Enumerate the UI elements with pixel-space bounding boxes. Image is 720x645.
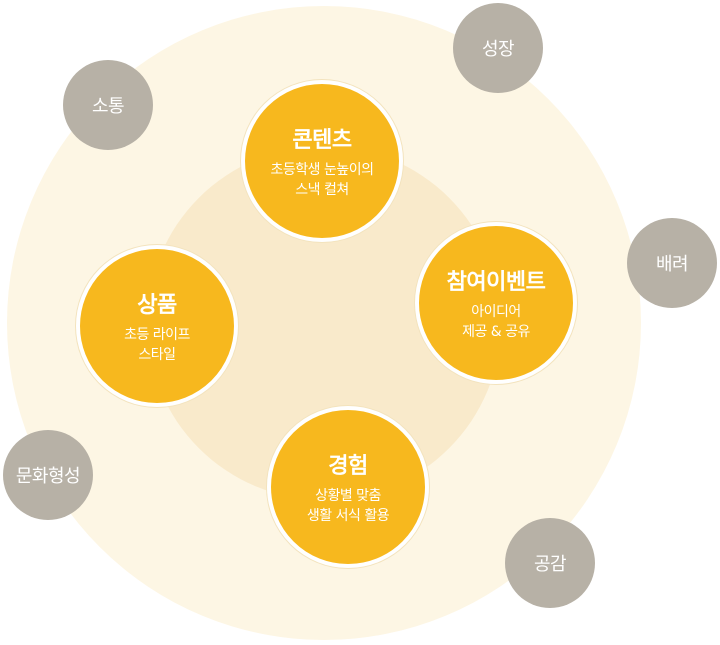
tag-growth: 성장: [453, 3, 543, 93]
node-event-line1: 아이디어: [471, 304, 521, 320]
node-experience-line2: 생활 서식 활용: [306, 508, 390, 524]
node-product: 상품 초등 라이프 스타일: [76, 245, 238, 407]
node-content-title: 콘텐츠: [292, 128, 352, 153]
node-experience-line1: 상황별 맞춤: [315, 488, 381, 504]
tag-consideration: 배려: [627, 218, 717, 308]
node-product-line2: 스타일: [138, 347, 176, 363]
node-experience-title: 경험: [328, 454, 368, 479]
node-event-line2: 제공 & 공유: [462, 324, 530, 340]
node-event-title: 참여이벤트: [446, 270, 546, 295]
node-content-line1: 초등학생 눈높이의: [270, 162, 375, 178]
node-experience: 경험 상황별 맞춤 생활 서식 활용: [267, 406, 429, 568]
node-content: 콘텐츠 초등학생 눈높이의 스낵 컬쳐: [241, 80, 403, 242]
tag-culture: 문화형성: [3, 430, 93, 520]
node-product-title: 상품: [137, 293, 177, 318]
node-product-line1: 초등 라이프: [124, 327, 190, 343]
node-content-line2: 스낵 컬쳐: [295, 182, 349, 198]
tag-empathy: 공감: [505, 518, 595, 608]
node-event: 참여이벤트 아이디어 제공 & 공유: [415, 222, 577, 384]
tag-communication: 소통: [63, 60, 153, 150]
